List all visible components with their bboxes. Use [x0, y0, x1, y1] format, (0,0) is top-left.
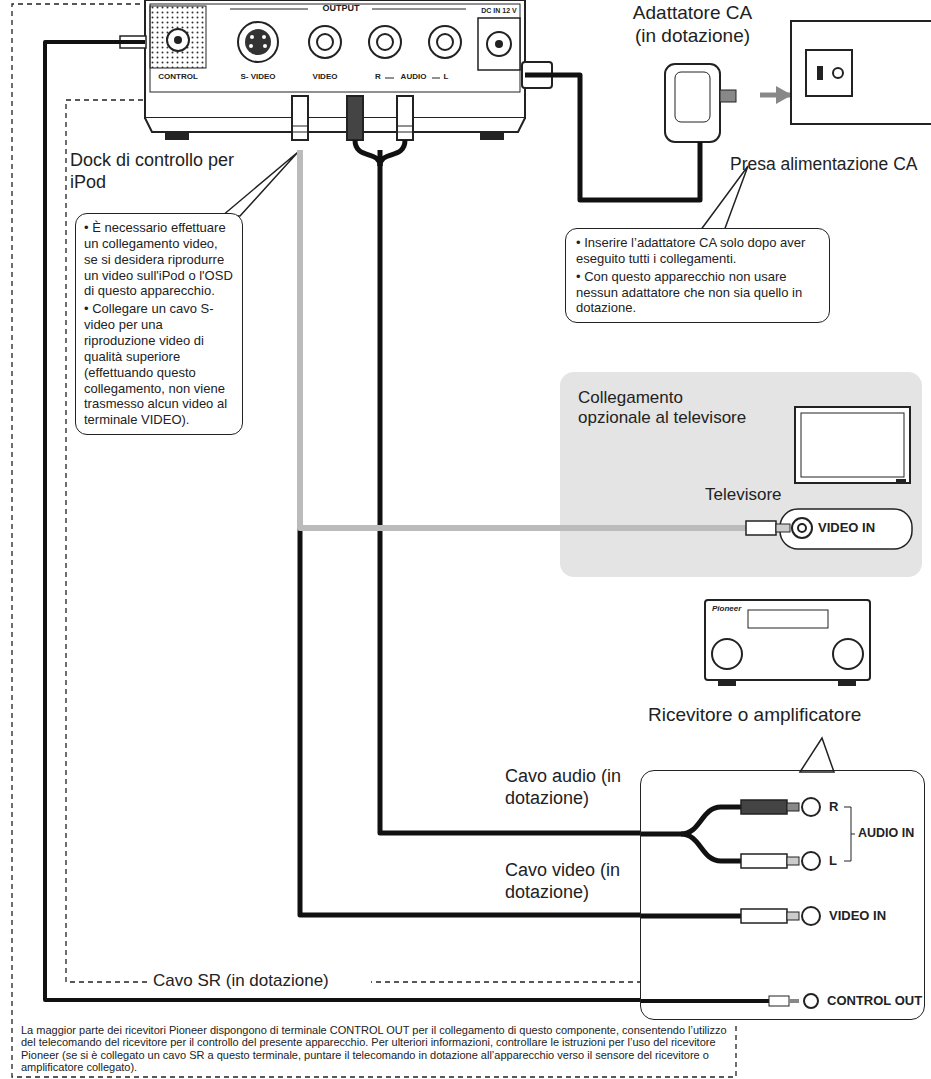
- note-callout: • È necessario effettuare un collegament…: [75, 213, 243, 435]
- part-label: CONTROL: [150, 72, 206, 82]
- node-label: Presa alimentazione CA: [730, 154, 930, 175]
- callout-tail: [700, 166, 748, 231]
- part-label: L: [440, 72, 452, 82]
- outlet-drawing: [792, 22, 931, 127]
- node-label: Collegamento opzionale al televisore: [578, 388, 748, 429]
- dashed-outline: [66, 100, 640, 982]
- terminal-box: R L AUDIO IN VIDEO IN CONTROL OUT: [640, 770, 925, 1020]
- part-label: DC IN 12 V: [474, 7, 524, 15]
- node-label: Ricevitore o amplificatore: [648, 704, 926, 727]
- cable: [760, 93, 790, 98]
- part-label: OUTPUT: [310, 3, 372, 14]
- wall-outlet: Presa alimentazione CA: [790, 20, 931, 125]
- receiver-drawing: [648, 598, 926, 698]
- part-label: Pioneer: [712, 604, 756, 614]
- node-label: VIDEO IN: [818, 520, 910, 536]
- note-callout: • Inserire l’adattatore CA solo dopo ave…: [565, 228, 830, 323]
- optional-panel: Collegamento opzionale al televisoreTele…: [560, 372, 922, 577]
- cable: [300, 150, 700, 528]
- cable-label: Cavo SR (in dotazione): [150, 971, 371, 991]
- cable-label: Cavo audio (in dotazione): [505, 766, 635, 809]
- node-label: CONTROL OUT: [827, 993, 923, 1009]
- node-label: Dock di controllo per iPod: [70, 150, 245, 193]
- node-label: Adattatore CA (in dotazione): [625, 2, 760, 48]
- television: TelevisoreVIDEO IN: [700, 405, 915, 565]
- cable: [45, 42, 640, 1000]
- callout-tail: [800, 738, 834, 772]
- node-label: R: [829, 799, 843, 815]
- node-label: VIDEO IN: [829, 908, 921, 924]
- receiver: Ricevitore o amplificatore: [648, 598, 926, 738]
- ac-adapter: Adattatore CA (in dotazione): [625, 2, 760, 162]
- note-text: • Inserire l’adattatore CA solo dopo ave…: [576, 235, 819, 267]
- node-label: AUDIO IN: [858, 826, 924, 841]
- node-label: L: [829, 853, 843, 869]
- part-label: VIDEO: [300, 72, 350, 82]
- terminal-drawing: [641, 771, 926, 1021]
- node-label: Televisore: [705, 485, 805, 505]
- note-text: • Collegare un cavo S-video per una ripr…: [84, 301, 234, 428]
- note-text: • È necessario effettuare un collegament…: [84, 220, 234, 299]
- footnote: La maggior parte dei ricevitori Pioneer …: [15, 1022, 733, 1075]
- dock-drawing: [145, 0, 525, 140]
- panel-fill: [560, 372, 922, 577]
- plugs: [120, 36, 552, 166]
- part-label: S- VIDEO: [226, 72, 290, 82]
- cable-label: Cavo video (in dotazione): [505, 860, 635, 903]
- note-text: • Con questo apparecchio non usare nessu…: [576, 269, 819, 317]
- note-text: La maggior parte dei ricevitori Pioneer …: [21, 1024, 727, 1073]
- part-label: R: [372, 72, 384, 82]
- part-label: AUDIO: [395, 72, 432, 82]
